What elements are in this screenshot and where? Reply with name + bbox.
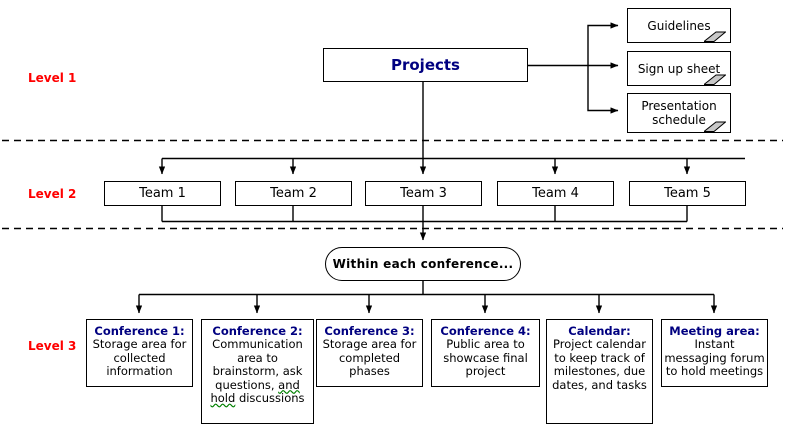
node-within-each-conference[interactable]: Within each conference... — [325, 247, 521, 281]
document-sign-up-sheet[interactable]: Sign up sheet — [627, 51, 731, 86]
node-team-3[interactable]: Team 3 — [365, 181, 482, 206]
node-team-4[interactable]: Team 4 — [497, 181, 614, 206]
document-guidelines-label: Guidelines — [627, 8, 731, 43]
document-sign-up-sheet-label: Sign up sheet — [627, 51, 731, 86]
card-calendar[interactable]: Calendar: Project calendar to keep track… — [546, 319, 653, 424]
card-calendar-body: Project calendar to keep track of milest… — [552, 337, 647, 392]
card-conference-3[interactable]: Conference 3: Storage area for completed… — [316, 319, 423, 387]
card-meeting-area-title: Meeting area: — [669, 324, 760, 338]
card-conference-4[interactable]: Conference 4: Public area to showcase fi… — [431, 319, 540, 387]
level-label-1: Level 1 — [28, 71, 77, 85]
card-conference-4-title: Conference 4: — [440, 324, 531, 338]
node-team-2[interactable]: Team 2 — [235, 181, 352, 206]
card-conference-2-body-misspelled: and hold — [210, 377, 300, 405]
card-conference-2-body-post: discussions — [238, 391, 305, 405]
card-conference-3-title: Conference 3: — [324, 324, 415, 338]
card-conference-2[interactable]: Conference 2: Communication area to brai… — [201, 319, 314, 424]
node-projects[interactable]: Projects — [323, 48, 528, 82]
card-conference-2-title: Conference 2: — [212, 324, 303, 338]
card-calendar-title: Calendar: — [568, 324, 631, 338]
node-team-1[interactable]: Team 1 — [104, 181, 221, 206]
card-meeting-area-body: Instant messaging forum to hold meetings — [664, 337, 765, 378]
document-guidelines[interactable]: Guidelines — [627, 8, 731, 43]
card-conference-2-body-pre: Communication area to brainstorm, ask qu… — [212, 337, 303, 392]
level-label-3: Level 3 — [28, 339, 77, 353]
card-meeting-area[interactable]: Meeting area: Instant messaging forum to… — [661, 319, 768, 387]
node-team-5[interactable]: Team 5 — [629, 181, 746, 206]
card-conference-3-body: Storage area for completed phases — [322, 337, 417, 378]
card-conference-2-body: Communication area to brainstorm, ask qu… — [204, 337, 311, 406]
card-conference-4-body: Public area to showcase final project — [443, 337, 528, 378]
card-conference-1-body: Storage area for collected information — [92, 337, 187, 378]
document-presentation-schedule-label: Presentation schedule — [627, 93, 731, 133]
level-label-2: Level 2 — [28, 187, 77, 201]
card-conference-1-title: Conference 1: — [94, 324, 185, 338]
card-conference-1[interactable]: Conference 1: Storage area for collected… — [86, 319, 193, 387]
document-presentation-schedule[interactable]: Presentation schedule — [627, 93, 731, 133]
